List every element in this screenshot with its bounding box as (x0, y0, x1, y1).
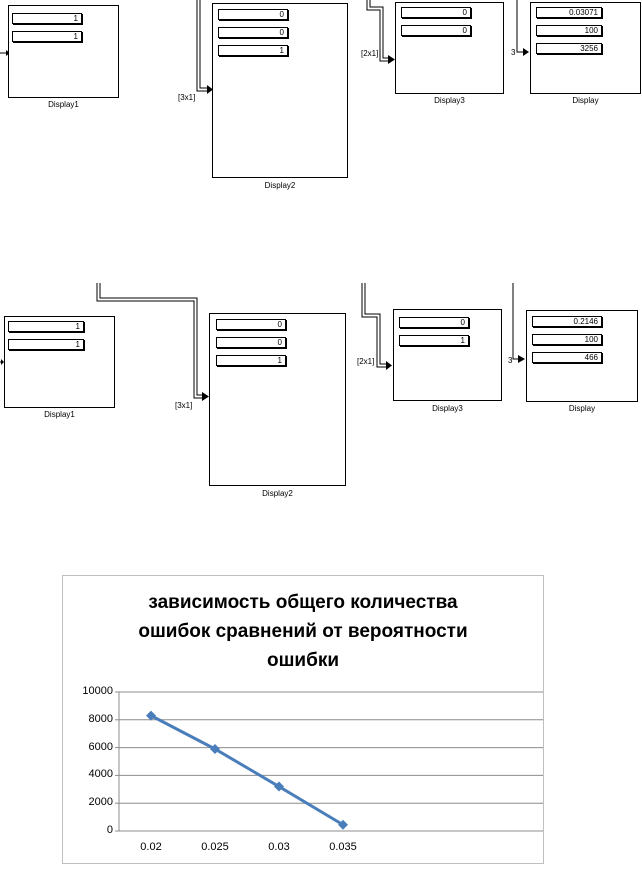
signal-wires (0, 0, 529, 401)
top-display1-block[interactable]: 1 1 (8, 5, 119, 98)
chart-title-line-1: зависимость общего количества (148, 592, 458, 613)
bottom-display-value-1: 0.2146 (532, 316, 602, 327)
series-line (150, 714, 344, 827)
chart-title-line-2: ошибок сравнений от вероятности (138, 621, 468, 642)
top-display3-block[interactable]: 0 0 (395, 2, 504, 94)
x-tick-label: 0.03 (268, 841, 290, 853)
bottom-display2-value-2: 0 (216, 337, 286, 348)
y-tick-label: 10000 (82, 685, 113, 697)
top-display-value-1: 0.03071 (536, 7, 602, 18)
top-display2-value-3: 1 (218, 45, 288, 56)
top-display3-value-2: 0 (401, 25, 471, 36)
top-display3-value-1: 0 (401, 7, 471, 18)
top-display2-value-2: 0 (218, 27, 288, 38)
top-display2-label: Display2 (264, 181, 296, 190)
top-display1-value-2: 1 (12, 31, 82, 42)
x-tick-label: 0.02 (140, 841, 162, 853)
top-display2-block[interactable]: 0 0 1 (212, 3, 348, 178)
top-display1-value-1: 1 (12, 13, 82, 24)
data-point (338, 819, 348, 830)
top-display2-value-1: 0 (218, 9, 288, 20)
chart-title-line-3: ошибки (266, 650, 340, 671)
bottom-display-value-2: 100 (532, 334, 602, 345)
bottom-display1-value-2: 1 (8, 339, 84, 350)
bottom-display2-value-3: 1 (216, 355, 286, 366)
bottom-display-block[interactable]: 0.2146 100 466 (526, 310, 638, 402)
data-point (146, 710, 156, 721)
bottom-display2-label: Display2 (262, 489, 293, 498)
y-tick-label: 0 (106, 824, 113, 836)
top-display2-signal: [3x1] (178, 93, 196, 102)
top-display-label: Display (572, 96, 599, 105)
bottom-display-value-3: 466 (532, 352, 602, 363)
chart-area: зависимость общего количества ошибок сра… (62, 575, 544, 864)
bottom-display3-value-1: 0 (399, 317, 469, 328)
top-display1-label: Display1 (48, 100, 79, 109)
bottom-display-label: Display (568, 404, 596, 413)
x-tick-label: 0.035 (329, 841, 357, 853)
chart-plot (115, 691, 543, 832)
bottom-display3-label: Display3 (432, 404, 463, 413)
y-tick-label: 8000 (88, 712, 113, 725)
bottom-display1-value-1: 1 (8, 321, 84, 332)
bottom-display2-value-1: 0 (216, 319, 286, 330)
top-display-value-3: 3256 (536, 43, 602, 54)
y-tick-label: 2000 (88, 796, 113, 809)
x-tick-label: 0.025 (201, 841, 229, 853)
data-point (274, 781, 284, 792)
top-display3-label: Display3 (434, 96, 465, 105)
y-tick-label: 6000 (88, 740, 113, 753)
y-tick-label: 4000 (88, 768, 113, 781)
bottom-display-signal: 3 (508, 356, 513, 365)
top-display-signal: 3 (511, 48, 516, 57)
bottom-display1-label: Display1 (44, 410, 75, 419)
top-display-value-2: 100 (536, 25, 602, 36)
bottom-display3-value-2: 1 (399, 335, 469, 346)
bottom-display3-signal: [2x1] (357, 357, 375, 366)
bottom-display2-signal: [3x1] (175, 401, 193, 410)
bottom-display2-block[interactable]: 0 0 1 (209, 313, 346, 486)
top-display3-signal: [2x1] (361, 49, 379, 58)
top-display-block[interactable]: 0.03071 100 3256 (530, 2, 641, 94)
bottom-display1-block[interactable]: 1 1 (4, 316, 115, 408)
data-point (210, 743, 220, 754)
bottom-display3-block[interactable]: 0 1 (393, 309, 502, 401)
